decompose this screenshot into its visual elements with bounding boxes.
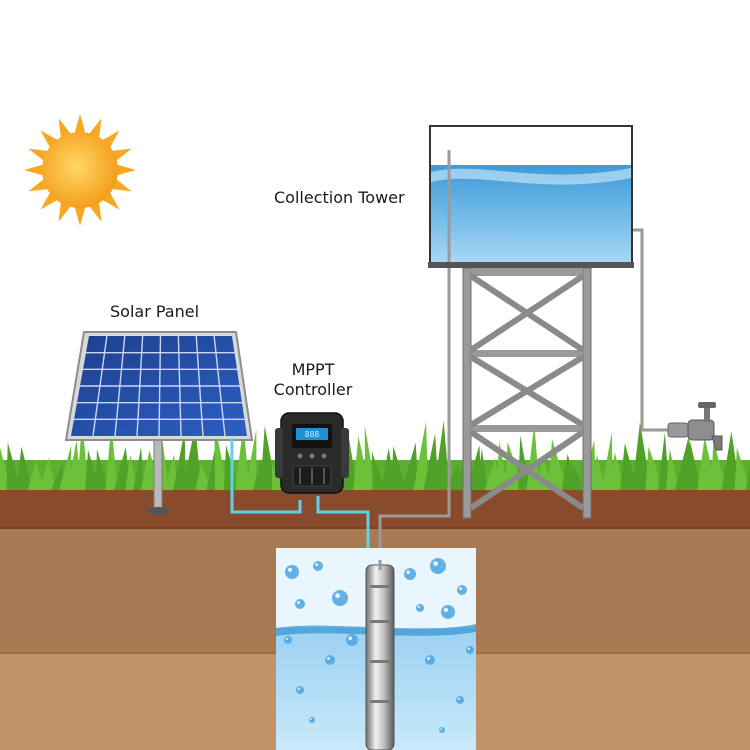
solar-panel-label: Solar Panel xyxy=(110,302,199,322)
faucet-icon xyxy=(668,402,722,450)
sun-icon xyxy=(24,114,136,226)
mppt-label-line1: MPPT xyxy=(268,360,358,380)
mppt-controller-icon: 888 xyxy=(275,413,349,493)
topsoil-layer xyxy=(0,488,750,528)
submersible-pump-icon xyxy=(366,560,394,750)
mppt-controller-label: MPPT Controller xyxy=(268,360,358,400)
mppt-label-line2: Controller xyxy=(268,380,358,400)
svg-text:888: 888 xyxy=(305,430,320,439)
well xyxy=(276,548,476,750)
collection-tower-label: Collection Tower xyxy=(274,188,405,208)
